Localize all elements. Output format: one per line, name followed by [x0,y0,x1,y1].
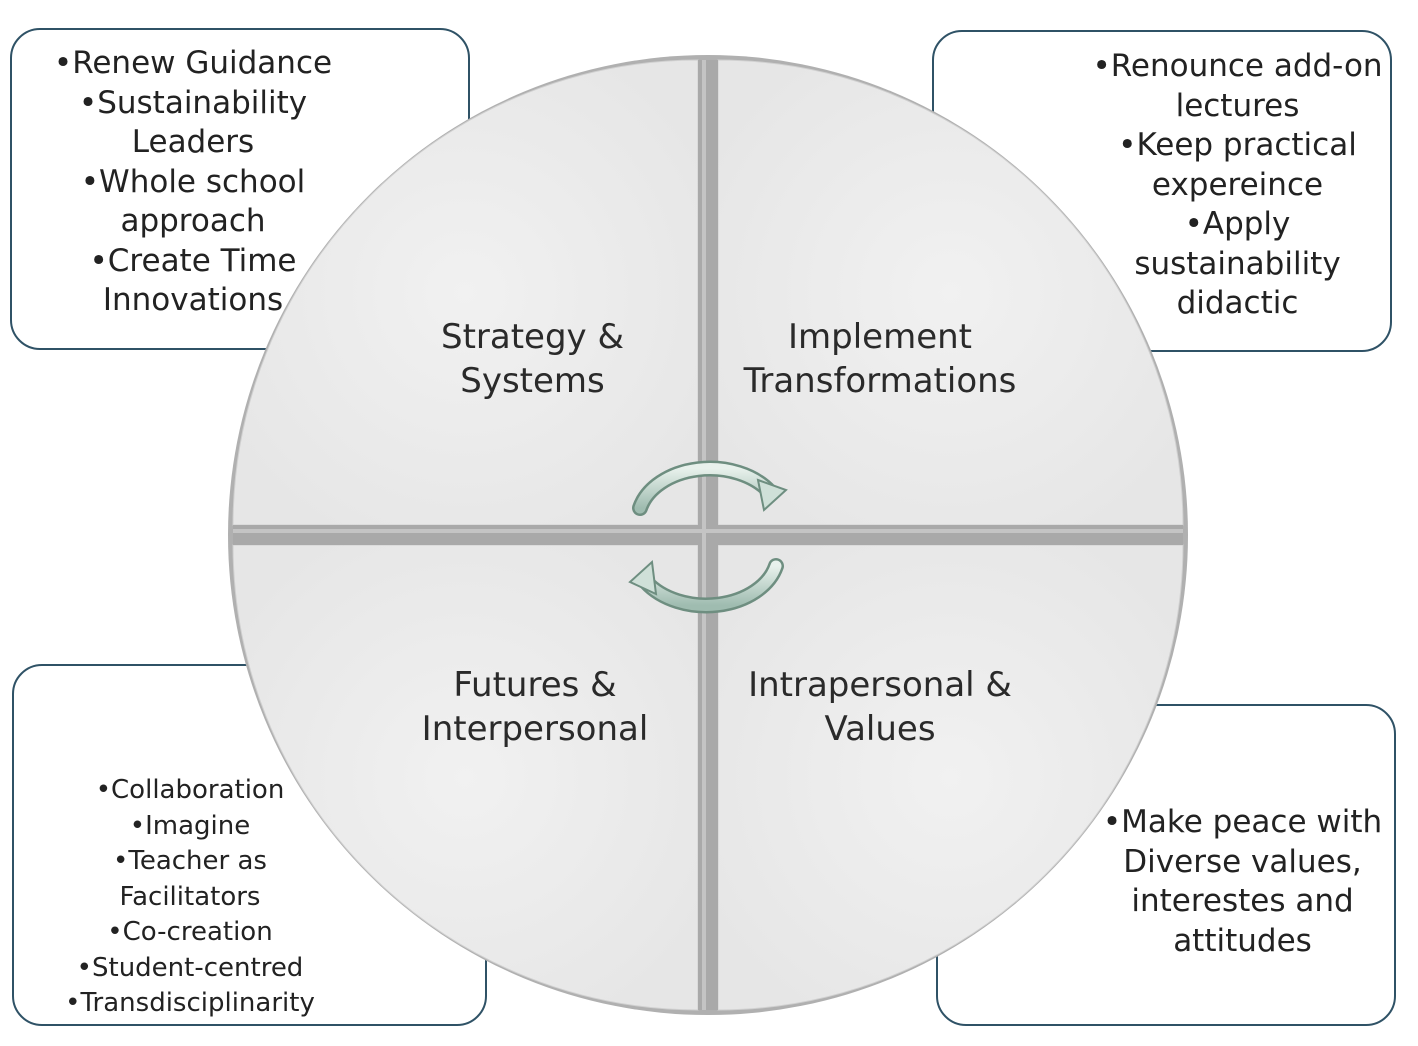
callout-item: Imagine [40,809,340,845]
callout-item: Create Time Innovations [18,242,368,321]
callout-item: Transdisciplinarity [40,986,340,1022]
callout-item: Co-creation [40,915,340,951]
divider-horizontal-highlight [233,529,1183,533]
callout-list-top-left: Renew Guidance Sustainability Leaders Wh… [18,44,368,321]
cycle-arrow-icon [628,460,788,614]
quadrant-label-futures-interpersonal: Futures & Interpersonal [421,665,649,749]
quadrant-top-right [717,59,1184,526]
quadrant-label-intrapersonal-values: Intrapersonal & Values [748,665,1012,749]
callout-item: Student-centred [40,951,340,987]
quadrant-label-strategy-systems: Strategy & Systems [441,317,624,401]
callout-item: Make peace with Diverse values, interest… [1090,803,1395,961]
callout-item: Collaboration [40,773,340,809]
divider-vertical-highlight [702,60,706,1010]
quadrant-label-implement-transformations: Implement Transformations [743,317,1017,401]
quadrant-bottom-left [232,544,699,1011]
quadrant-bottom-right [717,544,1184,1011]
callout-item: Teacher as Facilitators [40,844,340,915]
divider-horizontal [233,525,1183,545]
callout-item: Renounce add-on lectures [1080,47,1395,126]
callout-item: Renew Guidance [18,44,368,84]
callout-item: Keep practical expereince [1080,126,1395,205]
quadrant-top-left [232,59,699,526]
callout-list-bottom-left: Collaboration Imagine Teacher as Facilit… [40,773,340,1022]
callout-item: Apply sustainability didactic [1080,205,1395,324]
callout-list-top-right: Renounce add-on lectures Keep practical … [1080,47,1395,324]
callout-item: Sustainability Leaders [18,84,368,163]
callout-list-bottom-right: Make peace with Diverse values, interest… [1090,803,1395,961]
callout-item: Whole school approach [18,163,368,242]
